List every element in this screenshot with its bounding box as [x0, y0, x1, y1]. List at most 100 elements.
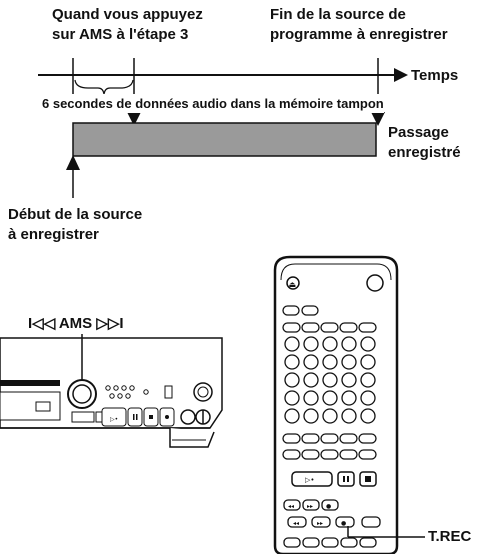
- remote-small-button[interactable]: [361, 516, 381, 528]
- remote-pill-button[interactable]: [282, 322, 301, 333]
- remote-small-button-icon: ●: [341, 520, 346, 527]
- remote-small-button[interactable]: [311, 516, 331, 528]
- remote-play-button[interactable]: [291, 471, 333, 487]
- remote-round-button[interactable]: [303, 372, 319, 388]
- start-source-label-line1: Début de la source: [8, 206, 143, 223]
- remote-pill-button[interactable]: [282, 305, 300, 316]
- press-ams-label-line2: sur AMS à l'étape 3: [52, 26, 189, 43]
- remote-pill-button[interactable]: [320, 449, 339, 460]
- deck-foot: [169, 428, 215, 448]
- remote-pill-button[interactable]: [301, 322, 320, 333]
- remote-pill-button[interactable]: [339, 449, 358, 460]
- remote-round-button[interactable]: [360, 390, 376, 406]
- remote-round-button[interactable]: [360, 408, 376, 424]
- remote-round-button[interactable]: [360, 354, 376, 370]
- deck-jack: [180, 409, 196, 425]
- time-label: Temps: [411, 67, 459, 84]
- end-source-label-line1: Fin de la source de: [270, 6, 406, 23]
- remote-round-button[interactable]: [284, 336, 300, 352]
- remote-round-button[interactable]: [341, 336, 357, 352]
- remote-power-button[interactable]: [366, 274, 384, 292]
- remote-round-button[interactable]: [341, 372, 357, 388]
- remote-round-button[interactable]: [322, 354, 338, 370]
- remote-pill-button[interactable]: [302, 537, 320, 548]
- remote-pill-button[interactable]: [359, 537, 377, 548]
- remote-round-button[interactable]: [303, 354, 319, 370]
- remote-pause-button[interactable]: [337, 471, 355, 487]
- deck-small-button[interactable]: [117, 393, 123, 399]
- remote-small-button-icon: ◂◂: [293, 520, 299, 527]
- deck-switch[interactable]: [164, 385, 173, 399]
- deck-button[interactable]: [101, 407, 127, 427]
- pause-icon: [347, 476, 349, 482]
- remote-round-button[interactable]: [284, 408, 300, 424]
- remote-small-button[interactable]: [283, 499, 301, 511]
- deck-pause-button[interactable]: [127, 407, 143, 427]
- remote-pill-button[interactable]: [358, 433, 377, 444]
- remote-round-button[interactable]: [303, 408, 319, 424]
- svg-text:▷•: ▷•: [110, 416, 118, 423]
- press-ams-label-line1: Quand vous appuyez: [52, 6, 203, 23]
- remote-small-button[interactable]: [302, 499, 320, 511]
- end-marker-arrowhead: [371, 112, 385, 126]
- recorded-passage-label-line2: enregistré: [388, 144, 461, 161]
- remote-pill-button[interactable]: [339, 322, 358, 333]
- pause-icon: [343, 476, 345, 482]
- deck-small-button[interactable]: [143, 389, 149, 395]
- remote-pill-button[interactable]: [320, 322, 339, 333]
- remote-round-button[interactable]: [322, 336, 338, 352]
- remote-pill-button[interactable]: [358, 449, 377, 460]
- deck-disc-slot: [0, 380, 60, 386]
- svg-text:⏏: ⏏: [289, 280, 297, 289]
- remote-round-button[interactable]: [322, 372, 338, 388]
- remote-pill-button[interactable]: [358, 322, 377, 333]
- deck-small-button[interactable]: [105, 385, 111, 391]
- buffer-brace: [74, 79, 134, 95]
- deck-small-button[interactable]: [113, 385, 119, 391]
- md-deck: ▷•: [0, 334, 223, 448]
- remote-round-button[interactable]: [341, 354, 357, 370]
- remote-pill-button[interactable]: [339, 433, 358, 444]
- remote-pill-button[interactable]: [282, 449, 301, 460]
- deck-small-button[interactable]: [125, 393, 131, 399]
- remote-round-button[interactable]: [284, 354, 300, 370]
- remote-pill-button[interactable]: [282, 433, 301, 444]
- remote-trec-button[interactable]: [335, 516, 355, 528]
- end-source-label-line2: programme à enregistrer: [270, 26, 448, 43]
- recorded-passage-label-line1: Passage: [388, 124, 449, 141]
- remote-pill-button[interactable]: [320, 433, 339, 444]
- deck-small-button[interactable]: [121, 385, 127, 391]
- remote-round-button[interactable]: [341, 390, 357, 406]
- remote-pill-button[interactable]: [340, 537, 358, 548]
- trec-label: T.REC: [428, 528, 472, 545]
- remote-round-button[interactable]: [322, 408, 338, 424]
- start-source-arrowhead: [66, 155, 80, 170]
- deck-eject-button[interactable]: [35, 401, 51, 412]
- remote-round-button[interactable]: [322, 390, 338, 406]
- remote-round-button[interactable]: [284, 372, 300, 388]
- remote-small-button[interactable]: [287, 516, 307, 528]
- remote-round-button[interactable]: [284, 390, 300, 406]
- remote-eject-button[interactable]: [286, 276, 300, 290]
- ams-knob-inner: [72, 384, 92, 404]
- remote-pill-button[interactable]: [301, 305, 319, 316]
- remote-pill-button[interactable]: [321, 537, 339, 548]
- remote-round-button[interactable]: [360, 336, 376, 352]
- remote-round-button[interactable]: [303, 390, 319, 406]
- remote-round-button[interactable]: [360, 372, 376, 388]
- deck-small-button[interactable]: [109, 393, 115, 399]
- remote-small-button[interactable]: [321, 499, 339, 511]
- recorded-passage-bar: [72, 122, 377, 157]
- remote-pill-button[interactable]: [283, 537, 301, 548]
- remote-small-button-icon: ●: [326, 503, 331, 510]
- remote-pill-button[interactable]: [301, 433, 320, 444]
- deck-small-button[interactable]: [129, 385, 135, 391]
- remote-round-button[interactable]: [303, 336, 319, 352]
- remote-round-button[interactable]: [341, 408, 357, 424]
- deck-button[interactable]: [71, 411, 95, 423]
- deck-eject-area: [0, 391, 61, 421]
- remote-pill-button[interactable]: [301, 449, 320, 460]
- start-source-label-line2: à enregistrer: [8, 226, 99, 243]
- deck-volume-knob[interactable]: [193, 382, 213, 402]
